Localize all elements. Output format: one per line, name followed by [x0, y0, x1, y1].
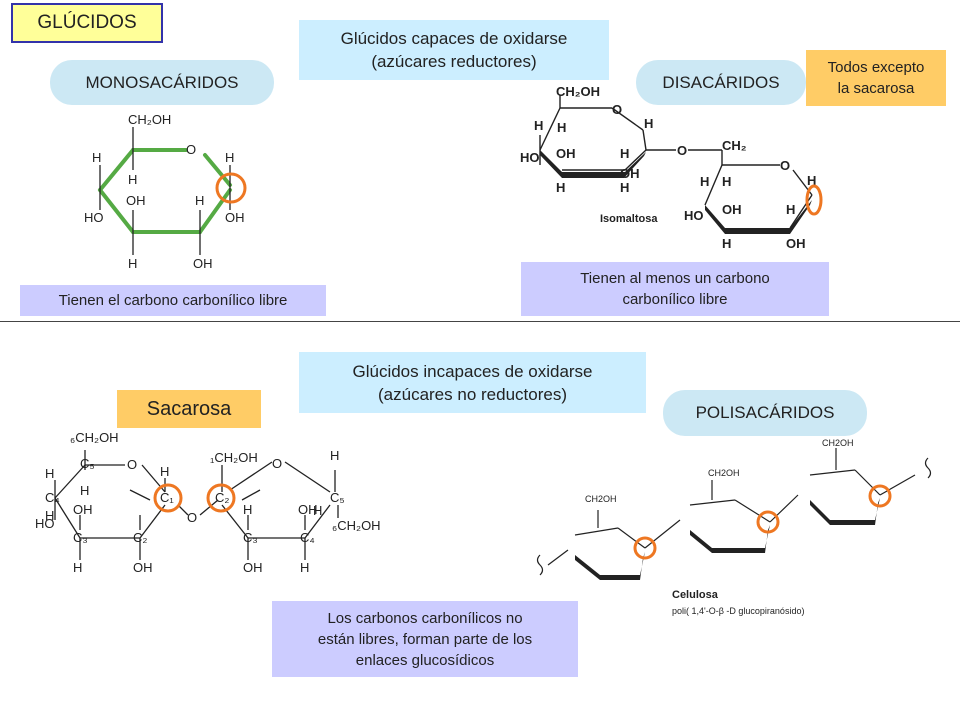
cellulose-formula: poli( 1,4'-O-β -D glucopiranósido): [672, 606, 804, 616]
mono-atom-h4: H: [92, 150, 101, 165]
suc-atom-fru-c5: C₅: [330, 490, 345, 505]
polysaccharides-label: POLISACÁRIDOS: [663, 390, 867, 436]
suc-atom-h1: H: [160, 464, 169, 479]
di-atom-h1f: H: [620, 180, 629, 195]
mono-atom-ho4: HO: [84, 210, 104, 225]
di-atom-h2d: H: [722, 236, 731, 251]
suc-atom-h5: H: [45, 466, 54, 481]
di-atom-o2: O: [780, 158, 790, 173]
suc-atom-fru-c4: C₄: [300, 530, 315, 545]
cel-atom-ch2oh-2: CH2OH: [708, 468, 740, 478]
mono-atom-oh1: OH: [225, 210, 245, 225]
suc-atom-c2: C₂: [133, 530, 147, 545]
reducing-header: Glúcidos capaces de oxidarse (azúcares r…: [299, 20, 609, 80]
non-reducing-header: Glúcidos incapaces de oxidarse (azúcares…: [299, 352, 646, 413]
di-atom-h2c: H: [722, 174, 731, 189]
cel-link-highlight-1: [633, 536, 657, 560]
suc-atom-bridge-o: O: [187, 510, 197, 525]
suc-atom-c6: ₆CH₂OH: [70, 430, 119, 445]
suc-atom-ho4: HO: [35, 516, 55, 531]
cel-link-highlight-3: [868, 484, 892, 508]
suc-atom-oh2: OH: [133, 560, 153, 575]
suc-atom-fru-c1: ₁CH₂OH: [210, 450, 258, 465]
mono-atom-o: O: [186, 142, 196, 157]
suc-atom-fru-oh4: OH: [298, 502, 318, 517]
di-atom-o1: O: [612, 102, 622, 117]
suc-atom-fru-h3: H: [243, 502, 252, 517]
mono-atom-h1: H: [225, 150, 234, 165]
monosaccharides-label: MONOSACÁRIDOS: [50, 60, 274, 105]
cellulose-structure: CH2OH CH2OH CH2OH Celulosa poli( 1,4'-O-…: [536, 438, 932, 616]
suc-atom-c1: C₁: [160, 490, 174, 505]
di-atom-ch2: CH₂: [722, 138, 747, 153]
suc-atom-c3: C₃: [73, 530, 88, 545]
suc-atom-h5b: H: [80, 483, 89, 498]
mono-carbonyl-highlight: [215, 172, 247, 204]
page-title: GLÚCIDOS: [11, 3, 163, 43]
suc-atom-fru-h5: H: [330, 448, 339, 463]
di-atom-h1d: H: [620, 146, 629, 161]
mono-atom-h3: H: [128, 256, 137, 271]
di-atom-h1c: H: [557, 120, 566, 135]
suc-atom-fru-o: O: [272, 456, 282, 471]
monosaccharides-note: Tienen el carbono carbonílico libre: [20, 285, 326, 316]
disaccharides-exception: Todos excepto la sacarosa: [806, 50, 946, 106]
di-atom-h1e: H: [556, 180, 565, 195]
mono-atom-oh3: OH: [126, 193, 146, 208]
disaccharides-label: DISACÁRIDOS: [636, 60, 806, 105]
suc-atom-c4: C₄: [45, 490, 60, 505]
cel-atom-ch2oh-3: CH2OH: [822, 438, 854, 448]
disaccharide-structure: CH₂OH O H H H H HO OH H H OH O CH₂ O H H…: [520, 84, 823, 251]
suc-atom-fru-c3: C₃: [243, 530, 258, 545]
di-atom-bridge-o: O: [677, 143, 687, 158]
suc-atom-o1: O: [127, 457, 137, 472]
cel-atom-ch2oh-1: CH2OH: [585, 494, 617, 504]
mono-atom-ch2oh: CH₂OH: [128, 112, 171, 127]
di-atom-oh1b: OH: [620, 166, 640, 181]
di-atom-h2b: H: [700, 174, 709, 189]
suc-atom-fru-c2: C₂: [215, 490, 229, 505]
suc-atom-h4: H: [45, 508, 54, 523]
non-reducing-note: Los carbonos carbonílicos no están libre…: [272, 601, 578, 677]
suc-c1-highlight: [153, 483, 183, 513]
di-carbonyl-highlight: [805, 184, 823, 216]
suc-atom-fru-oh3: OH: [243, 560, 263, 575]
suc-atom-fru-c6: ₆CH₂OH: [332, 518, 381, 533]
di-atom-oh2: OH: [722, 202, 742, 217]
mono-atom-h2: H: [195, 193, 204, 208]
isomaltose-caption: Isomaltosa: [600, 213, 658, 225]
suc-atom-oh3: OH: [73, 502, 93, 517]
monosaccharide-structure: CH₂OH O H H H OH HO OH H H OH: [84, 112, 247, 271]
di-atom-oh1: OH: [556, 146, 576, 161]
di-atom-oh2b: OH: [786, 236, 806, 251]
cellulose-caption: Celulosa: [672, 589, 719, 601]
section-divider: [0, 321, 960, 322]
suc-atom-fru-h4b: H: [300, 560, 309, 575]
sucrose-label: Sacarosa: [117, 390, 261, 428]
disaccharides-note: Tienen al menos un carbono carbonílico l…: [521, 262, 829, 316]
suc-atom-c5: C₅: [80, 456, 95, 471]
mono-atom-oh2: OH: [193, 256, 213, 271]
suc-atom-fru-h4: H: [313, 503, 322, 518]
di-atom-ho2: HO: [684, 208, 704, 223]
cel-link-highlight-2: [756, 510, 780, 534]
suc-atom-h3: H: [73, 560, 82, 575]
di-atom-h1b: H: [534, 118, 543, 133]
sucrose-structure: ₆CH₂OH C₅ O H H C₄ H HO OH C₁ H C₃ C₂ H …: [35, 430, 381, 575]
suc-c2-highlight: [206, 483, 236, 513]
di-atom-h2e: H: [786, 202, 795, 217]
di-atom-ho1: HO: [520, 150, 540, 165]
di-atom-ch2oh: CH₂OH: [556, 84, 600, 99]
di-atom-h2a: H: [807, 173, 816, 188]
di-atom-h1a: H: [644, 116, 653, 131]
mono-atom-h5: H: [128, 172, 137, 187]
